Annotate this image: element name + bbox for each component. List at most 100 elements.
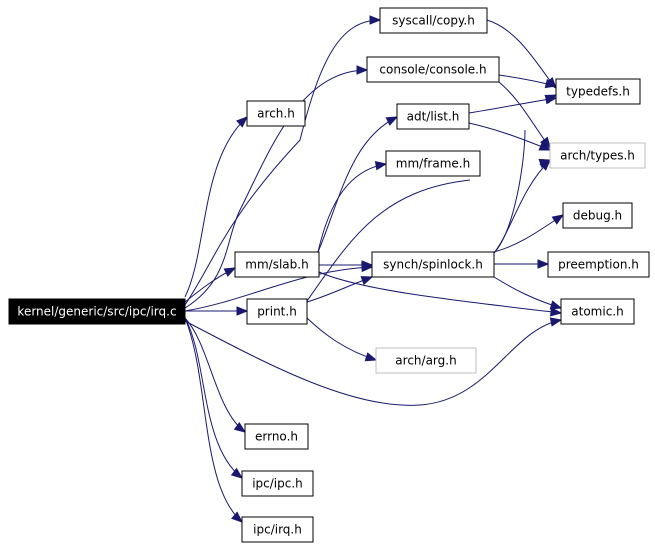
node-spinlock[interactable]: synch/spinlock.h	[371, 251, 495, 278]
edge-adt_list-to-typedefs	[468, 94, 558, 114]
node-mm-slab[interactable]: mm/slab.h	[234, 251, 320, 278]
node-irq-c: kernel/generic/src/ipc/irq.c	[8, 298, 186, 325]
edge-print_h-to-arch_arg	[306, 317, 378, 362]
arrowhead	[361, 260, 374, 270]
node-box	[379, 7, 488, 34]
edge-mm_slab-to-atomic	[318, 271, 563, 317]
node-box	[555, 78, 641, 105]
dependency-nodes: kernel/generic/src/ipc/irq.c syscall/copy…	[8, 7, 650, 543]
node-label: kernel/generic/src/ipc/irq.c	[17, 305, 176, 319]
edge-line	[184, 19, 381, 306]
edge-irq_c-to-ipc_ipc	[184, 317, 244, 479]
node-box	[371, 251, 495, 278]
node-arch-h[interactable]: arch.h	[246, 100, 306, 127]
edge-irq_c-to-syscall_copy	[184, 15, 382, 306]
arrowhead	[537, 259, 550, 269]
arrowhead	[544, 78, 558, 89]
node-box	[244, 423, 309, 450]
arrowhead	[538, 158, 552, 168]
node-box	[385, 150, 481, 177]
node-label: console/console.h	[379, 63, 486, 77]
arrowhead	[236, 116, 248, 128]
arrowhead	[236, 306, 249, 316]
arrowhead	[544, 94, 558, 105]
arrowhead	[549, 300, 563, 310]
edge-line	[493, 159, 551, 254]
arrowhead	[230, 467, 244, 479]
node-box	[246, 100, 306, 127]
edge-line	[493, 276, 562, 309]
node-box	[366, 56, 500, 83]
node-label: errno.h	[255, 430, 298, 444]
node-box	[234, 251, 320, 278]
edge-line	[306, 179, 471, 302]
edge-spinlock-to-debug	[493, 214, 565, 253]
arrowhead	[374, 161, 388, 171]
arrowhead	[223, 267, 237, 277]
node-label: preemption.h	[558, 258, 639, 272]
node-adt-list[interactable]: adt/list.h	[396, 103, 470, 130]
node-label: typedefs.h	[566, 85, 630, 99]
arrowhead	[360, 276, 374, 286]
node-ipc-ipc[interactable]: ipc/ipc.h	[241, 470, 314, 497]
edge-irq_c-to-ipc_irq	[184, 317, 244, 523]
edge-print_h-to-spinlock	[306, 276, 374, 303]
edge-adt_list-to-arch_types	[468, 122, 552, 151]
arrowhead	[540, 136, 551, 150]
edge-mm_slab-to-mm_frame	[317, 161, 388, 253]
node-box	[547, 251, 650, 278]
node-box	[375, 347, 477, 374]
node-box	[549, 142, 646, 169]
node-mm-frame[interactable]: mm/frame.h	[385, 150, 481, 177]
node-arch-types: arch/types.h	[549, 142, 646, 169]
edge-irq_c-to-errno	[184, 317, 247, 433]
node-label: arch.h	[257, 107, 295, 121]
arrowhead	[231, 511, 244, 523]
arrowhead	[369, 15, 382, 25]
node-label: ipc/irq.h	[253, 523, 302, 537]
node-debug[interactable]: debug.h	[562, 202, 633, 229]
node-box	[562, 202, 633, 229]
edge-irq_c-to-console	[184, 65, 369, 309]
node-label: adt/list.h	[407, 110, 460, 124]
arrowhead	[385, 116, 399, 126]
node-console[interactable]: console/console.h	[366, 56, 500, 83]
node-atomic[interactable]: atomic.h	[560, 298, 635, 325]
edge-mm_slab-to-spinlock	[318, 260, 374, 270]
node-label: arch/arg.h	[395, 354, 456, 368]
edge-line	[184, 266, 373, 312]
edge-line	[493, 214, 564, 253]
node-typedefs[interactable]: typedefs.h	[555, 78, 641, 105]
edge-line	[306, 317, 377, 361]
node-box	[396, 103, 470, 130]
arrowhead	[233, 422, 247, 433]
edge-line	[184, 69, 368, 309]
edge-irq_c-to-atomic	[184, 317, 563, 406]
node-label: debug.h	[573, 209, 622, 223]
edge-line	[468, 122, 551, 151]
node-label: print.h	[257, 305, 297, 319]
edge-console-to-typedefs	[498, 74, 558, 89]
node-errno[interactable]: errno.h	[244, 423, 309, 450]
edge-spinlock-to-atomic	[493, 276, 563, 310]
node-print-h[interactable]: print.h	[246, 298, 308, 325]
dependency-edges	[184, 15, 565, 523]
node-ipc-irq[interactable]: ipc/irq.h	[241, 516, 314, 543]
edge-line	[184, 317, 243, 523]
edge-irq_c-to-print_h	[185, 306, 249, 316]
edge-print_h-to-arch_types	[306, 158, 552, 302]
node-label: syscall/copy.h	[392, 14, 475, 28]
arrowhead	[549, 317, 563, 327]
node-label: mm/frame.h	[396, 157, 470, 171]
edge-line	[184, 319, 562, 406]
node-syscall-copy[interactable]: syscall/copy.h	[379, 7, 488, 34]
arrowhead	[550, 307, 563, 317]
edge-mm_slab-to-adt_list	[317, 116, 399, 253]
edge-line	[184, 116, 248, 298]
node-preemption[interactable]: preemption.h	[547, 251, 650, 278]
node-label: mm/slab.h	[245, 258, 308, 272]
node-label: synch/spinlock.h	[383, 258, 483, 272]
node-label: atomic.h	[571, 305, 623, 319]
node-box	[246, 298, 308, 325]
edge-line	[317, 163, 387, 253]
